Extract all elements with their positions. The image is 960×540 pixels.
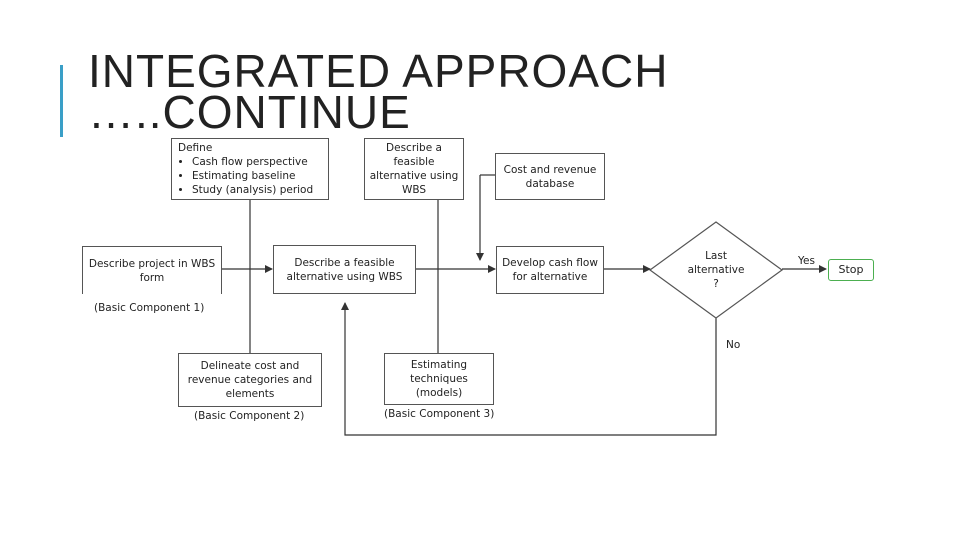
box-line: ?	[713, 278, 719, 290]
box-line: feasible	[393, 156, 435, 168]
slide-title: INTEGRATED APPROACH …..CONTINUE	[88, 45, 669, 138]
define-item: Cash flow perspective	[192, 155, 313, 169]
define-item: Study (analysis) period	[192, 183, 313, 197]
basic-component-2-label: (Basic Component 2)	[194, 410, 305, 422]
define-item: Estimating baseline	[192, 169, 313, 183]
box-line: for alternative	[512, 271, 588, 283]
delineate-box: Delineate cost and revenue categories an…	[178, 353, 322, 407]
box-line: alternative using	[369, 170, 459, 182]
box-line: WBS	[401, 184, 427, 196]
title-accent-bar	[60, 65, 63, 137]
box-line: elements	[225, 388, 275, 400]
yes-label: Yes	[798, 255, 815, 267]
box-line: Describe a	[386, 142, 442, 154]
define-heading: Define	[178, 142, 213, 154]
box-line: (models)	[415, 387, 463, 399]
cost-revenue-database-box: Cost and revenue database	[495, 153, 605, 200]
box-line: form	[139, 271, 165, 284]
box-line: Describe a feasible	[294, 256, 395, 269]
estimating-techniques-box: Estimating techniques (models)	[384, 353, 494, 405]
describe-alternative-center-box: Describe a feasible alternative using WB…	[273, 245, 416, 294]
no-label: No	[726, 339, 741, 351]
box-line: Stop	[838, 263, 864, 276]
basic-component-1-label: (Basic Component 1)	[94, 302, 205, 314]
box-line: alternative	[687, 264, 745, 276]
box-line: Last	[705, 250, 727, 262]
arrow-no-loop	[341, 302, 717, 436]
box-line: database	[525, 177, 575, 190]
box-line: Estimating	[410, 359, 468, 371]
decision-label: Last alternative ?	[676, 249, 756, 291]
describe-alternative-top-box: Describe a feasible alternative using WB…	[364, 138, 464, 200]
develop-cash-flow-box: Develop cash flow for alternative	[496, 246, 604, 294]
box-line: Cost and revenue	[503, 163, 597, 176]
decision-diamond	[648, 221, 784, 319]
stop-box: Stop	[828, 259, 874, 281]
basic-component-3-label: (Basic Component 3)	[384, 408, 495, 420]
box-line: revenue categories and	[187, 374, 313, 386]
describe-project-box: Describe project in WBS form	[82, 246, 222, 294]
box-line: Develop cash flow	[502, 257, 598, 269]
box-line: Describe project in WBS	[88, 257, 216, 270]
define-box: Define Cash flow perspective Estimating …	[171, 138, 329, 200]
box-line: techniques	[410, 373, 468, 385]
box-line: Delineate cost and	[200, 360, 300, 372]
box-line: alternative using WBS	[286, 270, 403, 283]
define-list: Cash flow perspective Estimating baselin…	[178, 155, 313, 197]
